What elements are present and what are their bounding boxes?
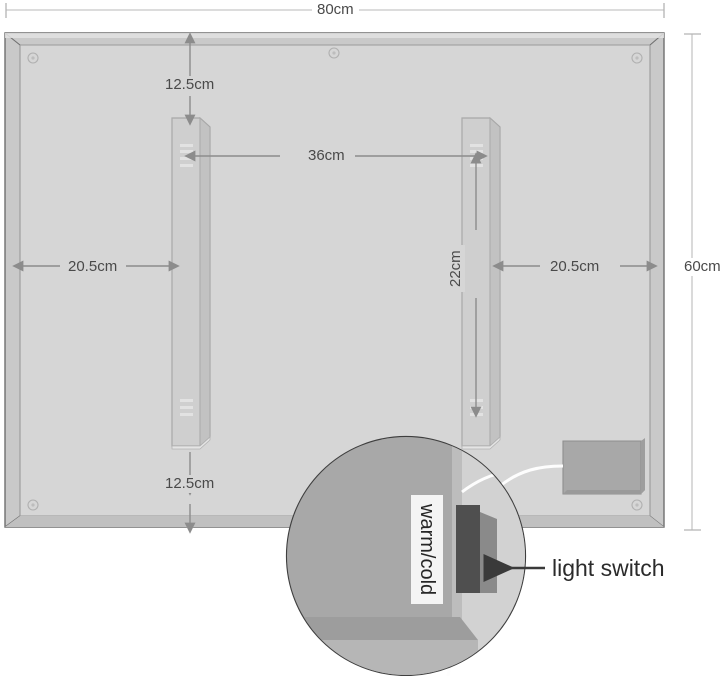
- dimension-label-strip-spacing: 36cm: [303, 147, 350, 165]
- screw-bottom-right: [631, 499, 643, 511]
- dimension-label-overall-height: 60cm: [679, 258, 720, 276]
- junction-box: [562, 438, 645, 495]
- led-strip-left-marking-bottom: [180, 399, 193, 416]
- warm-cold-switch-label: warm/cold: [411, 495, 443, 605]
- dimension-label-top-offset: 12.5cm: [160, 76, 220, 94]
- dimension-label-right-margin: 20.5cm: [545, 258, 605, 276]
- mounting-screws: [27, 47, 643, 511]
- screw-top-right: [631, 52, 643, 64]
- screw-top-left: [27, 52, 39, 64]
- led-strip-left: [171, 116, 211, 450]
- screw-top-center: [328, 47, 340, 59]
- dimension-label-overall-width: 80cm: [312, 1, 359, 19]
- light-switch-callout: light switch: [552, 555, 665, 581]
- dimension-label-bottom-offset: 12.5cm: [160, 475, 220, 493]
- screw-bottom-left: [27, 499, 39, 511]
- dimension-label-strip-length: 22cm: [447, 245, 465, 292]
- led-strip-right: [461, 116, 501, 450]
- dimension-overall-height: [684, 33, 701, 531]
- magnifier-detail: [285, 435, 527, 676]
- dimension-label-left-margin: 20.5cm: [63, 258, 123, 276]
